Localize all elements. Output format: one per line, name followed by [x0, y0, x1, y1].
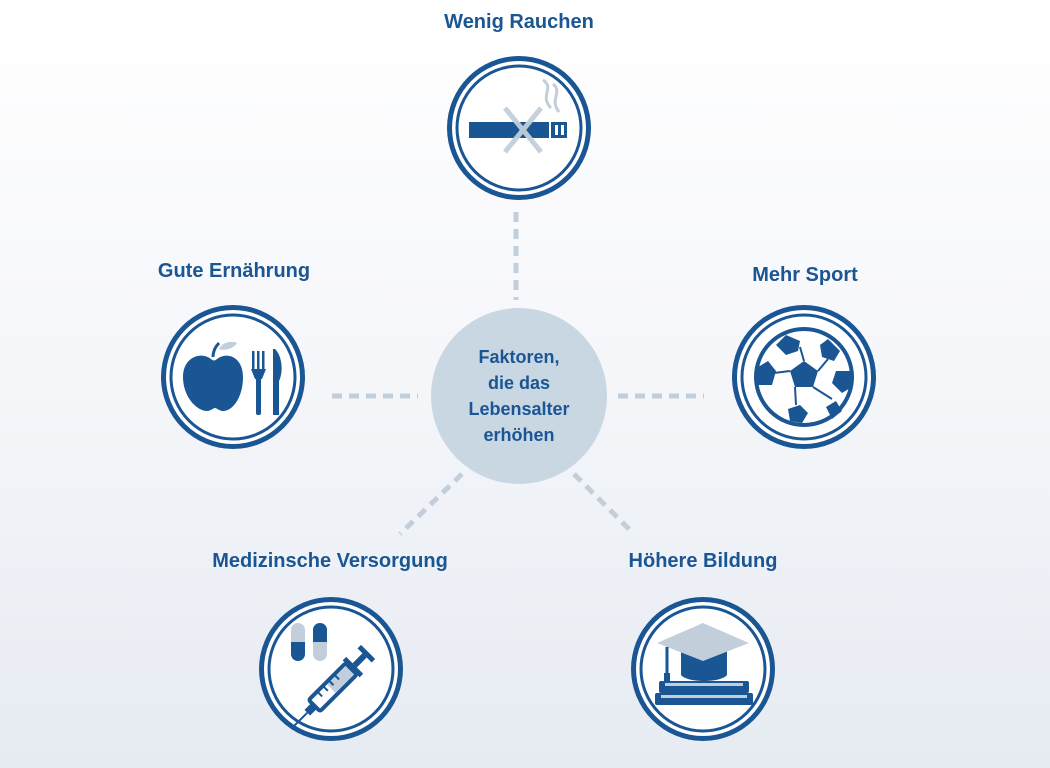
connector-bottom-left — [398, 472, 464, 536]
label-wenig-rauchen: Wenig Rauchen — [444, 11, 594, 33]
connector-bottom-right — [572, 472, 636, 536]
food-cutlery-icon — [157, 301, 309, 453]
label-hoehere-bildung: Höhere Bildung — [628, 550, 778, 572]
center-title: Faktoren, die das Lebensalter erhöhen — [468, 347, 570, 445]
no-smoking-icon — [443, 52, 595, 204]
pills-syringe-icon — [255, 593, 407, 745]
soccer-ball-icon — [728, 301, 880, 453]
label-gute-ernaehrung: Gute Ernährung — [157, 260, 311, 282]
label-mehr-sport: Mehr Sport — [752, 264, 858, 286]
label-medizinische-versorgung: Medizinsche Versorgung — [212, 550, 448, 572]
center-hub: Faktoren, die das Lebensalter erhöhen — [431, 308, 607, 484]
graduation-cap-books-icon — [627, 593, 779, 745]
